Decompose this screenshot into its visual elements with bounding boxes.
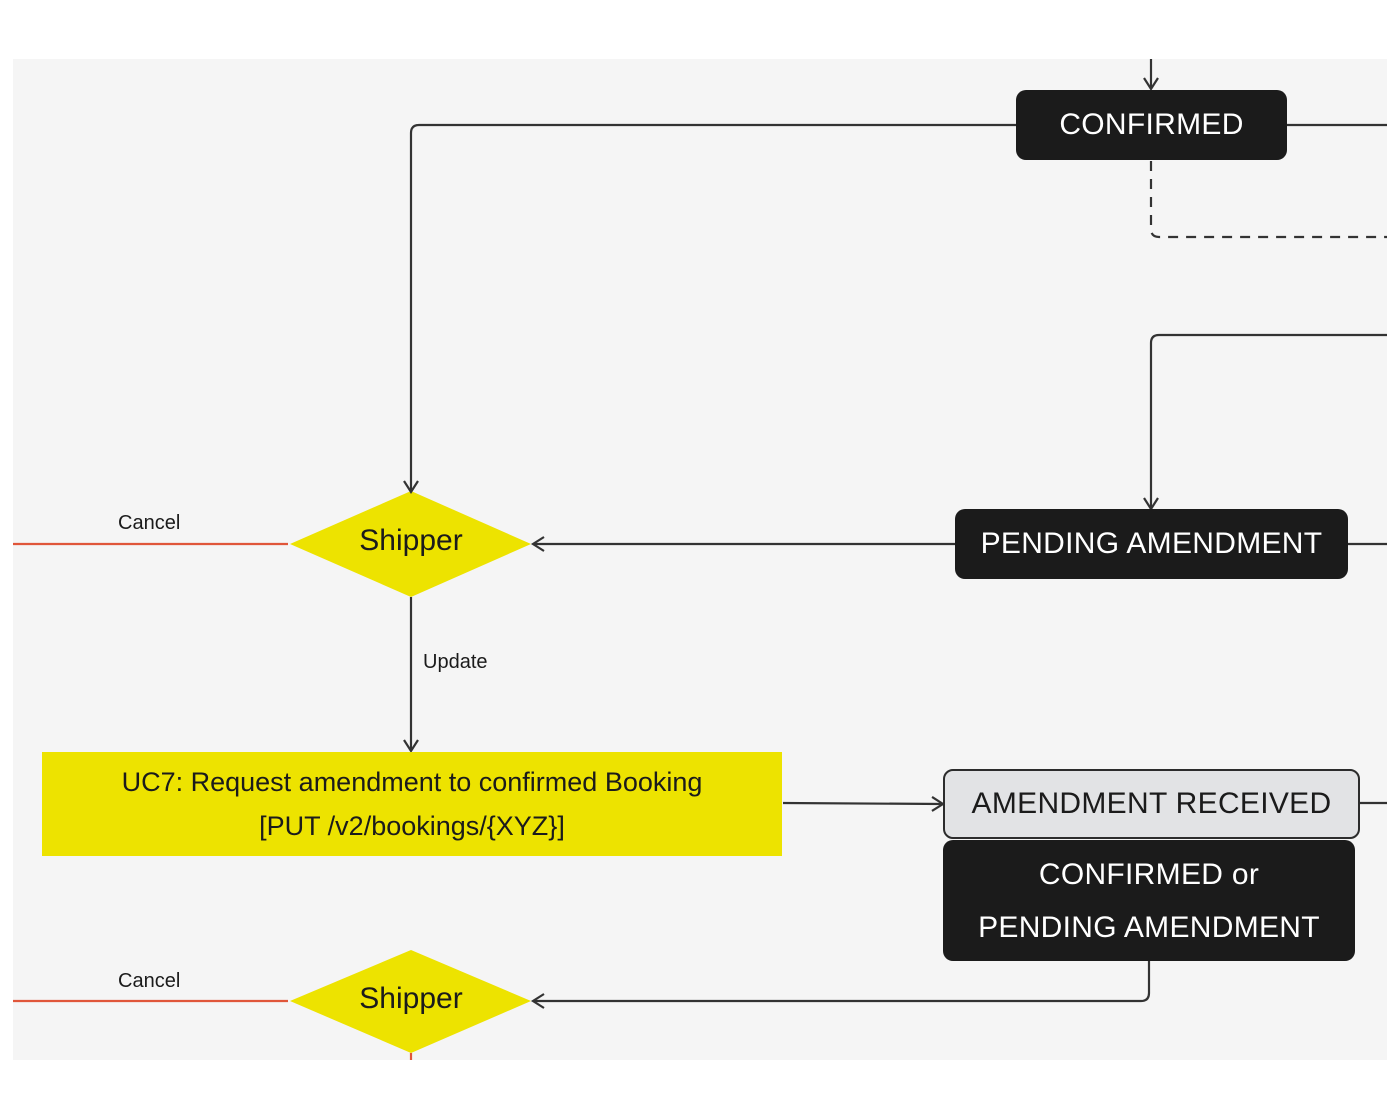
use-case-endpoint: [PUT /v2/bookings/{XYZ}] — [259, 811, 565, 841]
state-pending-amendment[interactable]: PENDING AMENDMENT — [955, 509, 1348, 579]
edge-label-cancel-bottom: Cancel — [118, 970, 181, 992]
decision-diamond-top[interactable] — [290, 491, 531, 597]
decision-shipper-top-label: Shipper — [359, 524, 463, 557]
diagram-canvas: CONFIRMED PENDING AMENDMENT AMENDMENT RE… — [13, 59, 1387, 1060]
use-case-title: UC7: Request amendment to confirmed Book… — [121, 767, 703, 797]
state-amendment-received-label: AMENDMENT RECEIVED — [971, 787, 1332, 820]
connector-confirmed-dashed — [1149, 161, 1387, 239]
state-pending-amendment-label: PENDING AMENDMENT — [980, 527, 1323, 560]
state-amendment-received[interactable]: AMENDMENT RECEIVED — [943, 769, 1360, 839]
state-confirmed-or-pending-line1: CONFIRMED or — [1038, 857, 1260, 891]
state-confirmed-or-pending-line2: PENDING AMENDMENT — [978, 910, 1320, 944]
connector-confirmed-to-shipper — [403, 123, 1016, 495]
connector-result-to-shipper — [530, 961, 1151, 1009]
state-confirmed-or-pending[interactable]: CONFIRMED or PENDING AMENDMENT — [943, 840, 1355, 961]
state-confirmed[interactable]: CONFIRMED — [1016, 90, 1287, 160]
state-confirmed-label: CONFIRMED — [1059, 108, 1244, 141]
decision-shipper-bottom-label: Shipper — [359, 982, 463, 1015]
connector-layer — [13, 59, 1387, 1060]
connector-uc7-to-amendment-received — [782, 796, 946, 812]
connector-into-pending-amendment — [1143, 333, 1387, 512]
decision-diamond-bottom[interactable] — [290, 950, 531, 1053]
use-case-uc7[interactable]: UC7: Request amendment to confirmed Book… — [42, 752, 782, 856]
edge-label-cancel-top: Cancel — [118, 512, 181, 534]
edge-label-update: Update — [423, 651, 488, 673]
